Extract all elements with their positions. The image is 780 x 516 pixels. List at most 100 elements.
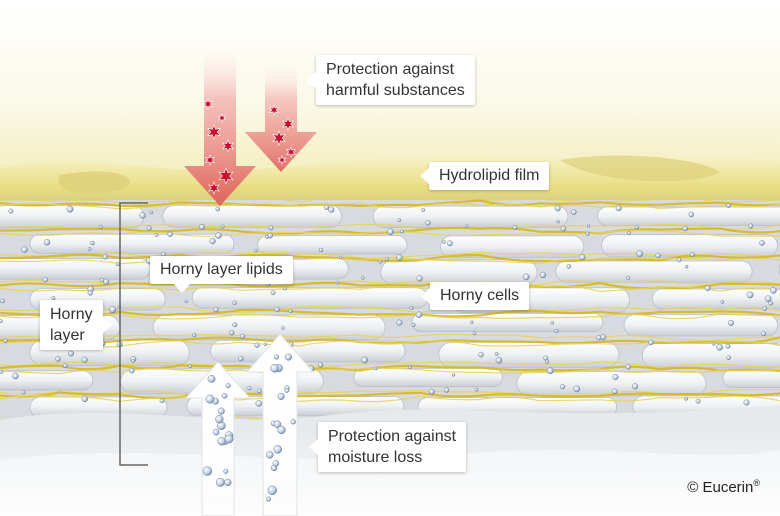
lipid-strand [0, 333, 780, 341]
moisture-droplet [277, 392, 285, 400]
lipid-droplet [421, 208, 426, 212]
harmful-particle [207, 124, 221, 140]
moisture-droplet [212, 428, 220, 436]
lipid-droplet [764, 295, 772, 303]
lipid-strand [0, 257, 780, 265]
lipid-droplet [684, 396, 688, 401]
lipid-droplet [560, 384, 566, 390]
lipid-strand [0, 312, 780, 320]
lipid-droplet [232, 300, 237, 305]
moisture-droplet [215, 415, 224, 424]
lipid-droplet [43, 239, 51, 246]
lipid-droplet [131, 359, 135, 363]
lipid-droplet [743, 399, 750, 406]
lipid-droplet [318, 247, 324, 253]
label-horny-cells: Horny cells [420, 282, 530, 310]
lipid-droplet [451, 373, 456, 377]
lipid-droplet [725, 343, 731, 349]
lipid-droplet [229, 330, 235, 336]
lipid-droplet [87, 290, 93, 296]
lipid-droplet [100, 278, 105, 283]
lipid-droplet [115, 262, 120, 267]
lipid-strand [0, 340, 780, 348]
moisture-droplet [202, 466, 213, 476]
moisture-droplet [273, 354, 280, 360]
lipid-droplet [512, 225, 518, 230]
lipid-droplet [415, 311, 423, 318]
lipid-droplet [695, 398, 701, 404]
lipid-droplet [676, 257, 682, 263]
moisture-droplet [223, 468, 229, 474]
lipid-droplet [283, 286, 287, 291]
lipid-droplet [274, 306, 280, 313]
horny-cell [257, 235, 408, 255]
lipid-droplet [387, 228, 394, 235]
lipid-droplet [522, 273, 530, 281]
moisture-droplet [273, 420, 282, 429]
lipid-droplet [328, 206, 335, 213]
moisture-droplet [267, 485, 277, 495]
lipid-droplet [759, 240, 765, 246]
horny-cell [353, 367, 503, 388]
lipid-droplet [318, 362, 324, 368]
lipid-droplet [573, 385, 581, 393]
horny-cell [29, 233, 235, 254]
lipid-droplet [139, 212, 146, 219]
lipid-droplet [384, 256, 389, 261]
moisture-droplet [221, 392, 228, 399]
lipid-droplet [704, 285, 711, 292]
lipid-droplet [215, 206, 221, 212]
lipid-droplet [625, 364, 631, 370]
lipid-droplet [335, 280, 340, 285]
lipid-droplet [474, 387, 479, 392]
copyright: © Eucerin® [687, 478, 760, 496]
lipid-droplet [495, 357, 503, 364]
lipid-droplet [42, 277, 48, 283]
lipid-strand [0, 361, 780, 369]
lipid-droplet [396, 254, 403, 261]
lipid-droplet [399, 229, 404, 234]
lipid-droplet [8, 208, 14, 214]
lipid-droplet [478, 351, 484, 358]
lipid-strand [0, 199, 780, 208]
lipid-droplet [192, 333, 197, 338]
lipid-droplet [768, 300, 774, 306]
lipid-droplet [571, 209, 577, 215]
horny-cell [0, 370, 94, 391]
lipid-droplet [586, 224, 591, 228]
lipid-droplet [102, 254, 108, 260]
lipid-droplet [149, 210, 153, 215]
lipid-droplet [631, 383, 639, 390]
lipid-droplet [199, 224, 205, 230]
harmful-particle [268, 104, 280, 116]
lipid-droplet [268, 225, 274, 231]
lipid-droplet [409, 305, 414, 310]
lipid-droplet [712, 342, 716, 346]
harmful-particle [222, 139, 234, 153]
horny-cell [162, 204, 342, 228]
lipid-strand [0, 202, 780, 210]
lipid-droplet [556, 219, 560, 224]
moisture-droplet [290, 419, 296, 425]
lipid-droplet [560, 225, 567, 232]
moisture-droplet [207, 375, 216, 383]
lipid-droplet [726, 203, 731, 208]
lipid-droplet [3, 338, 8, 343]
harmful-particle [217, 113, 227, 123]
lipid-droplet [264, 235, 269, 239]
horny-cell [555, 260, 753, 283]
lipid-droplet [648, 339, 654, 346]
lipid-droplet [146, 225, 152, 231]
horny-cell [440, 235, 585, 258]
lipid-droplet [378, 259, 383, 264]
lipid-droplet [66, 205, 74, 213]
lipid-strand [0, 223, 780, 231]
label-line: Protection against [328, 428, 457, 445]
lipid-droplet [684, 264, 689, 269]
lipid-droplet [627, 231, 631, 235]
lipid-droplet [87, 247, 92, 251]
label-horny-layer: Horny layer [40, 300, 112, 350]
harmful-particle [202, 98, 214, 110]
lipid-droplet [546, 367, 554, 375]
lipid-droplet [21, 390, 26, 395]
